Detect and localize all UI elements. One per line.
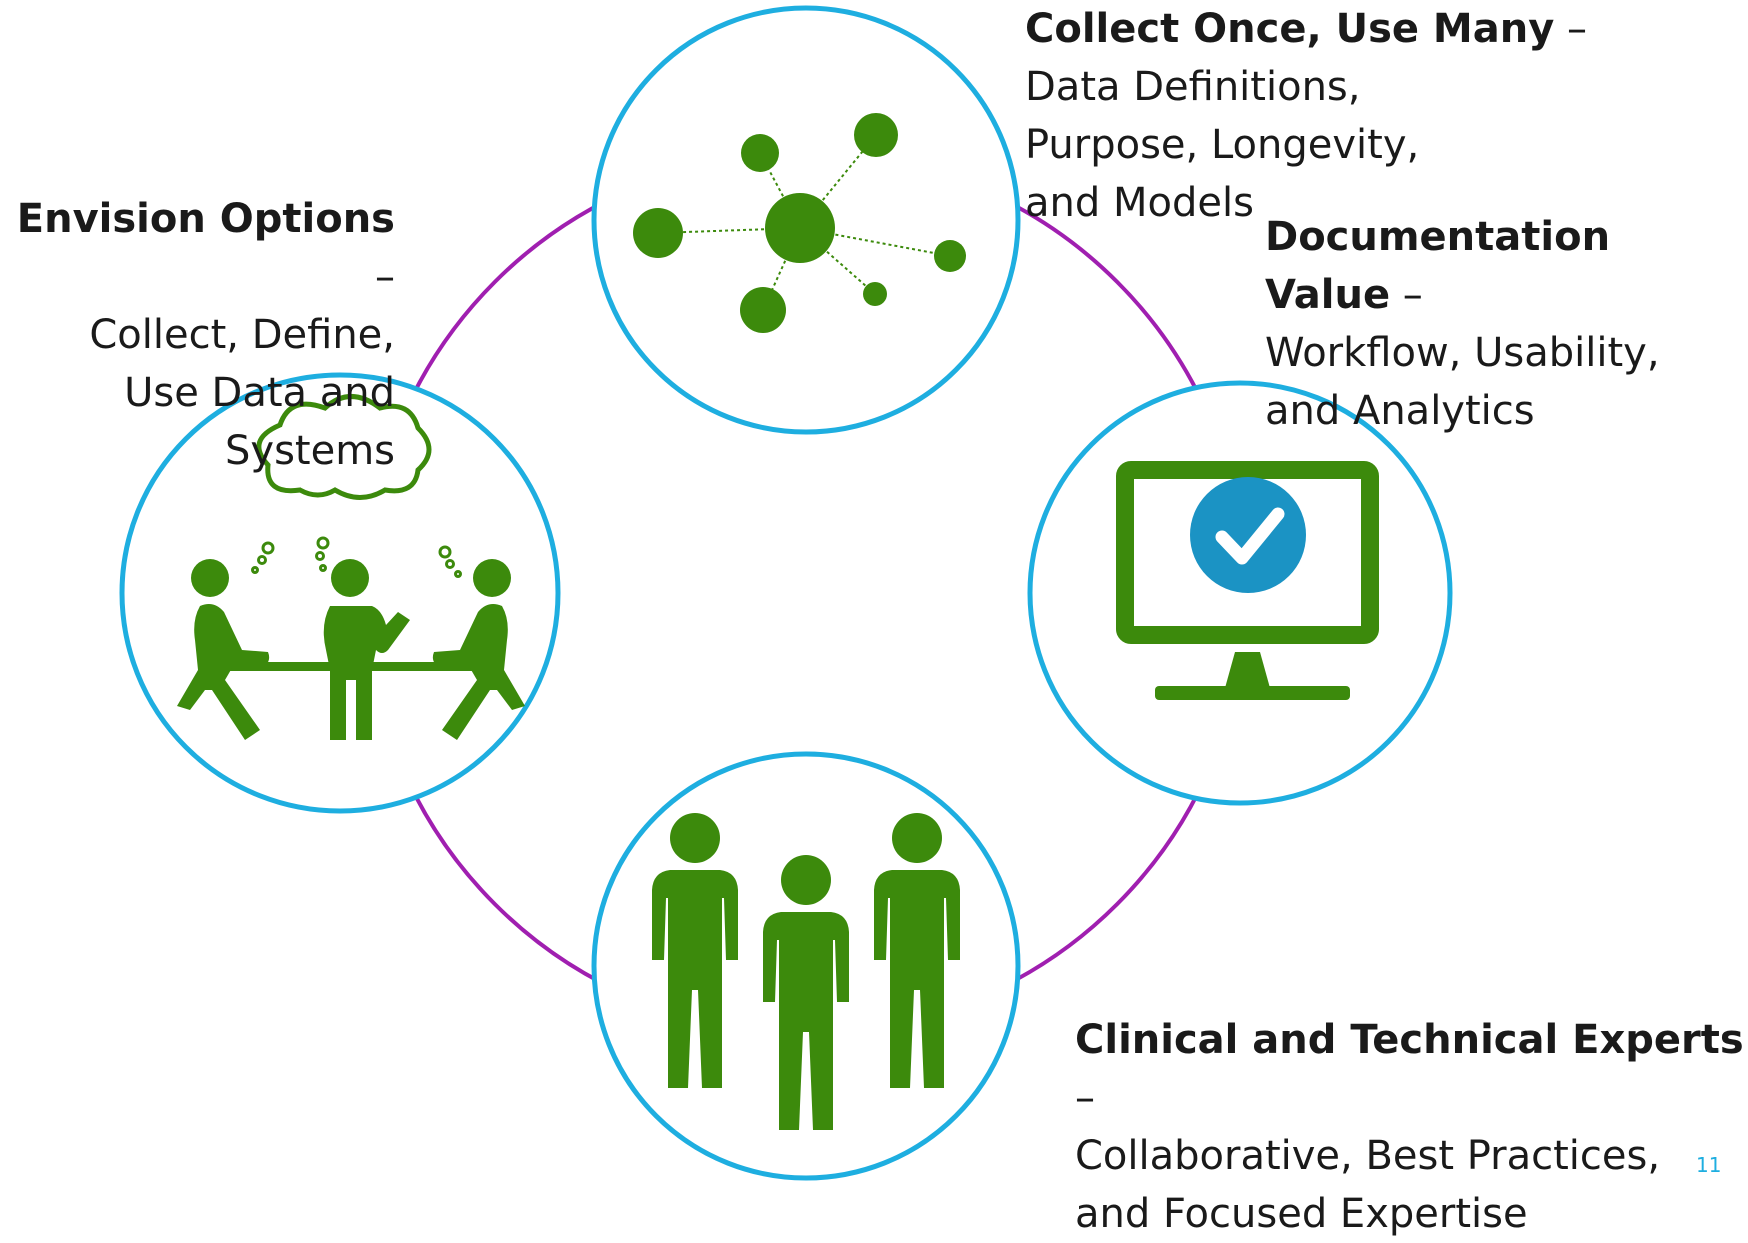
label-clinical-experts-dash: – — [1075, 1075, 1095, 1121]
monitor-checkmark-icon — [1116, 461, 1379, 700]
label-documentation-value-description: Workflow, Usability, and Analytics — [1265, 330, 1660, 434]
label-clinical-experts-description: Collaborative, Best Practices, and Focus… — [1075, 1133, 1661, 1237]
label-envision-options: Envision Options – Collect, Define, Use … — [10, 190, 395, 480]
label-collect-once-dash: – — [1554, 6, 1587, 52]
label-collect-once-title: Collect Once, Use Many — [1025, 6, 1555, 52]
node-clinical-experts — [591, 751, 1021, 1181]
label-collect-once-description: Data Definitions, Purpose, Longevity, an… — [1025, 64, 1420, 226]
label-envision-options-description: Collect, Define, Use Data and Systems — [89, 312, 395, 474]
label-documentation-value-title: Documentation Value — [1265, 214, 1611, 318]
node-collect-once — [591, 5, 1021, 435]
node-documentation-value — [1027, 380, 1453, 806]
label-documentation-value-dash: – — [1390, 272, 1423, 318]
label-envision-options-title: Envision Options — [16, 196, 395, 242]
label-envision-options-dash: – — [375, 254, 395, 300]
cycle-diagram — [119, 5, 1453, 1181]
node-circle-right — [1027, 380, 1453, 806]
team-meeting-icon — [177, 394, 525, 740]
label-documentation-value: Documentation Value – Workflow, Usabilit… — [1265, 208, 1745, 440]
slide-number: 11 — [1696, 1153, 1722, 1177]
label-collect-once: Collect Once, Use Many – Data Definition… — [1025, 0, 1725, 232]
people-group-icon — [652, 813, 960, 1130]
label-clinical-experts: Clinical and Technical Experts – Collabo… — [1075, 1011, 1745, 1243]
node-envision-options — [119, 372, 561, 814]
network-nodes-icon — [633, 113, 966, 333]
label-clinical-experts-title: Clinical and Technical Experts — [1075, 1017, 1744, 1063]
